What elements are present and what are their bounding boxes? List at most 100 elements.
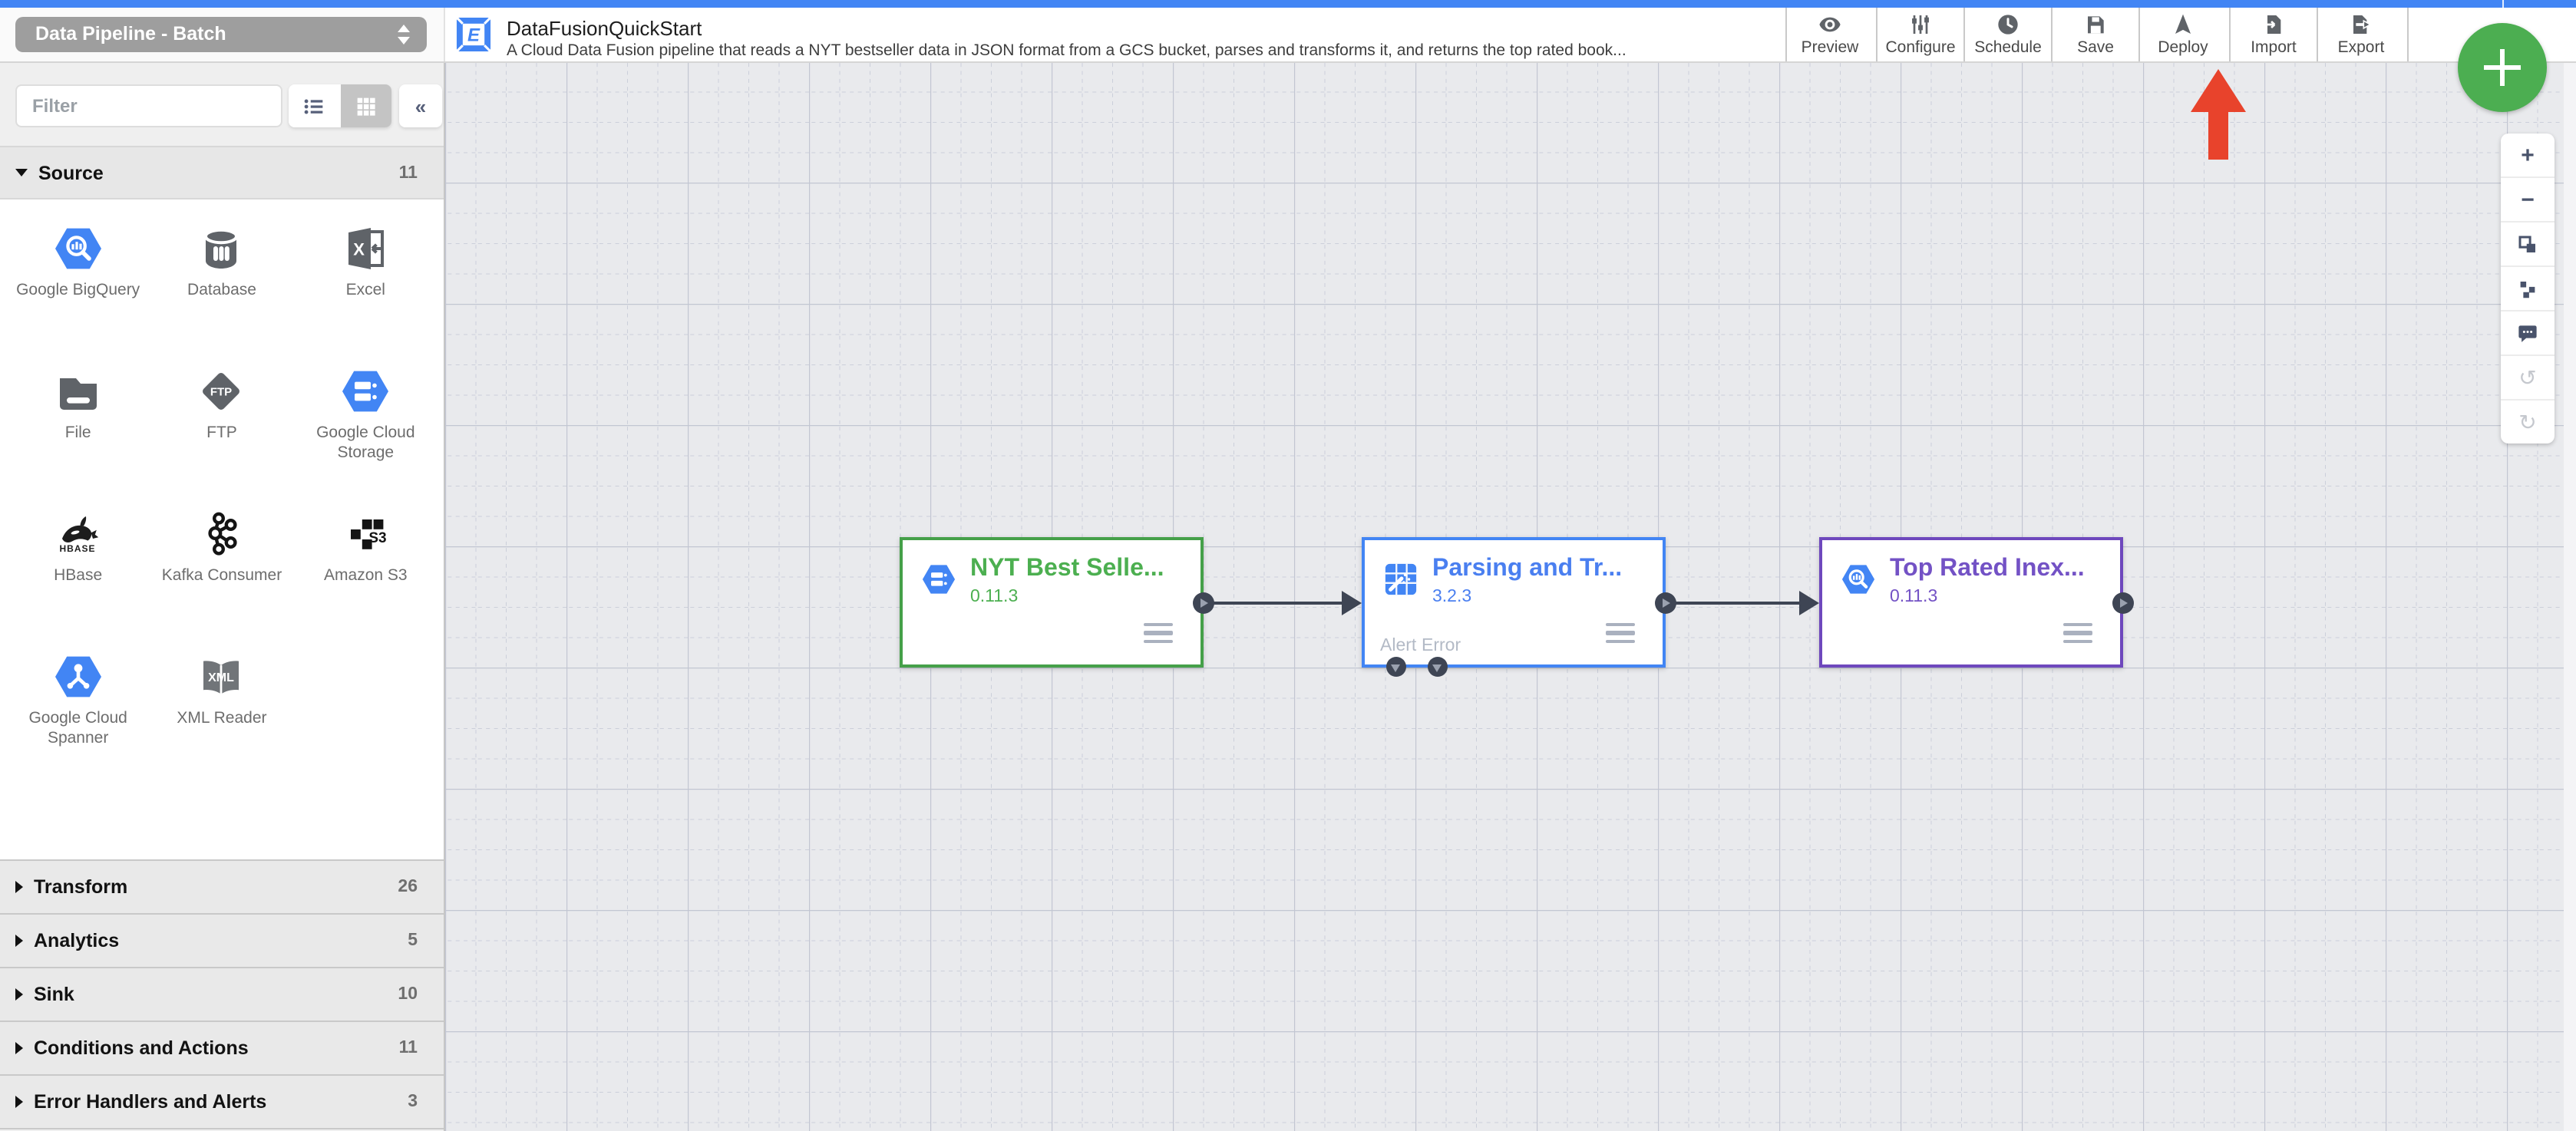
node-top-rated-inexpensive[interactable]: Top Rated Inex... 0.11.3 — [1819, 537, 2134, 668]
bigquery-hexagon-icon — [1841, 565, 1875, 594]
section-count: 10 — [398, 985, 418, 1004]
plugin-hbase[interactable]: HBASE HBase — [6, 509, 150, 652]
paper-plane-icon — [2175, 14, 2191, 34]
plugin-xml-reader[interactable]: XML XML Reader — [150, 652, 293, 795]
dropdown-updown-icon — [398, 25, 410, 45]
alert-port[interactable] — [1386, 657, 1406, 677]
configure-button[interactable]: Configure — [1878, 8, 1963, 61]
pipeline-type-label: Data Pipeline - Batch — [35, 23, 226, 45]
spanner-hexagon-icon — [54, 656, 101, 697]
node-title: Parsing and Tr... — [1432, 556, 1623, 582]
connection-line — [1675, 601, 1801, 605]
action-toolbar: Preview Configure — [1785, 8, 2409, 61]
chevron-right-icon — [15, 1096, 23, 1108]
import-button[interactable]: Import — [2231, 8, 2317, 61]
database-cylinder-icon — [204, 228, 239, 269]
node-menu-icon[interactable] — [1606, 622, 1635, 643]
pipeline-canvas[interactable]: NYT Best Selle... 0.11.3 Parsing and Tr.… — [445, 61, 2576, 1131]
kafka-icon — [209, 512, 238, 556]
undo-icon: ↺ — [2518, 364, 2537, 389]
zoom-in-icon: + — [2521, 142, 2535, 168]
node-output-port[interactable] — [1655, 592, 1676, 614]
plugin-ftp[interactable]: FTP FTP — [150, 367, 293, 509]
node-nyt-best-sellers[interactable]: NYT Best Selle... 0.11.3 — [900, 537, 1214, 668]
section-header-transform[interactable]: Transform 26 — [0, 861, 444, 915]
node-output-port[interactable] — [1193, 592, 1214, 614]
export-document-icon — [2353, 15, 2372, 34]
preview-button[interactable]: Preview — [1787, 8, 1873, 61]
save-button[interactable]: Save — [2051, 8, 2138, 61]
node-menu-icon[interactable] — [1144, 622, 1173, 643]
comment-icon — [2518, 325, 2537, 341]
plugin-palette-sidebar: « Source 11 Google BigQuery — [0, 61, 445, 1131]
top-nav-divider — [2502, 0, 2504, 8]
grid-view-icon — [357, 97, 375, 115]
node-version: 0.11.3 — [1890, 588, 1938, 606]
red-arrow-annotation — [2191, 69, 2246, 160]
connection-arrowhead-icon — [1799, 590, 1819, 615]
error-port[interactable] — [1428, 657, 1448, 677]
filter-input[interactable] — [15, 84, 282, 127]
top-nav-bar — [0, 0, 2576, 8]
excel-icon: X — [348, 228, 385, 269]
chevron-down-icon — [15, 169, 28, 176]
folder-icon — [59, 378, 97, 410]
plugin-amazon-s3[interactable]: S3 Amazon S3 — [294, 509, 438, 652]
floppy-icon — [2088, 16, 2104, 34]
add-plugin-fab[interactable] — [2458, 23, 2547, 112]
gcs-hexagon-icon — [342, 371, 389, 412]
align-nodes-button[interactable] — [2501, 267, 2555, 312]
redo-button[interactable]: ↻ — [2501, 401, 2555, 443]
comments-button[interactable] — [2501, 312, 2555, 356]
svg-text:X: X — [354, 240, 365, 259]
ftp-diamond-icon: FTP — [203, 373, 240, 410]
collapse-sidebar-button[interactable]: « — [399, 84, 442, 127]
deploy-button[interactable]: Deploy — [2138, 8, 2226, 61]
node-output-port[interactable] — [2112, 592, 2134, 614]
pipeline-type-dropdown[interactable]: Data Pipeline - Batch — [15, 17, 427, 52]
node-version: 3.2.3 — [1432, 588, 1472, 606]
pipeline-type-panel: Data Pipeline - Batch — [0, 8, 445, 61]
zoom-out-button[interactable]: − — [2501, 178, 2555, 223]
canvas-zoom-toolbar: + − ↺ ↻ — [2501, 134, 2555, 443]
grid-view-button[interactable] — [340, 84, 391, 127]
bigquery-hexagon-icon — [54, 228, 101, 269]
connection-line — [1213, 601, 1343, 605]
section-count: 3 — [408, 1093, 418, 1111]
node-title: NYT Best Selle... — [970, 556, 1164, 582]
plugin-google-cloud-storage[interactable]: Google Cloud Storage — [294, 367, 438, 509]
import-document-icon — [2264, 15, 2281, 34]
section-header-error-handlers-and-alerts[interactable]: Error Handlers and Alerts 3 — [0, 1076, 444, 1129]
svg-text:HBASE: HBASE — [59, 543, 95, 554]
header: Data Pipeline - Batch E DataFusionQuickS… — [0, 8, 2576, 63]
right-gutter — [2564, 61, 2576, 1131]
zoom-in-button[interactable]: + — [2501, 134, 2555, 178]
list-view-button[interactable] — [289, 84, 340, 127]
svg-text:XML: XML — [209, 671, 235, 684]
section-count: 5 — [408, 932, 418, 950]
sliders-icon — [1912, 15, 1929, 34]
section-header-analytics[interactable]: Analytics 5 — [0, 915, 444, 968]
plugin-kafka-consumer[interactable]: Kafka Consumer — [150, 509, 293, 652]
section-header-sink[interactable]: Sink 10 — [0, 968, 444, 1022]
section-count: 26 — [398, 878, 418, 896]
schedule-button[interactable]: Schedule — [1963, 8, 2051, 61]
export-button[interactable]: Export — [2317, 8, 2404, 61]
plugin-google-cloud-spanner[interactable]: Google Cloud Spanner — [6, 652, 150, 795]
undo-button[interactable]: ↺ — [2501, 356, 2555, 401]
fit-to-screen-button[interactable] — [2501, 223, 2555, 267]
view-toggle — [289, 84, 391, 127]
plugin-file[interactable]: File — [6, 367, 150, 509]
chevron-right-icon — [15, 881, 23, 893]
plugin-google-bigquery[interactable]: Google BigQuery — [6, 224, 150, 367]
plugin-database[interactable]: Database — [150, 224, 293, 367]
plugin-excel[interactable]: X File Excel — [294, 224, 438, 367]
section-header-source[interactable]: Source 11 — [0, 146, 444, 199]
redo-icon: ↻ — [2518, 409, 2537, 434]
node-menu-icon[interactable] — [2063, 622, 2092, 643]
list-view-icon — [305, 98, 323, 114]
section-header-conditions-and-actions[interactable]: Conditions and Actions 11 — [0, 1022, 444, 1076]
plus-icon — [2484, 49, 2521, 86]
node-parsing-and-transform[interactable]: Parsing and Tr... 3.2.3 Alert Error — [1362, 537, 1676, 677]
